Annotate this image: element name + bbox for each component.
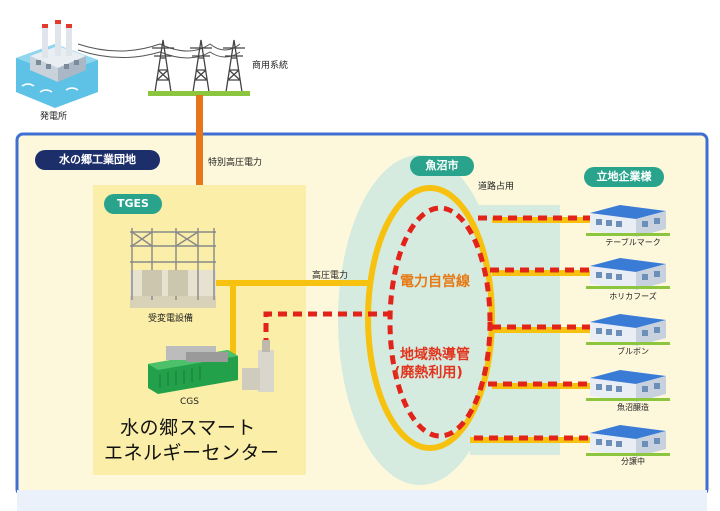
company-label: ホリカフーズ (609, 292, 657, 301)
high-voltage-label: 高圧電力 (312, 271, 349, 281)
company-label: テーブルマーク (605, 238, 661, 247)
power-plant-icon (16, 20, 98, 108)
private-power-line-label: 電力自営線 (400, 274, 470, 290)
power-plant-label: 発電所 (40, 112, 68, 122)
factory-icon (586, 314, 670, 346)
tges-badge: TGES (104, 194, 162, 214)
chimney-icon (242, 340, 274, 392)
district-heat-label-line2: (廃熱利用) (394, 365, 463, 381)
tges-area (93, 185, 306, 475)
companies-header-badge: 立地企業様 (584, 167, 664, 187)
extra-high-voltage-label: 特別高圧電力 (208, 158, 263, 168)
road-occupancy-label: 道路占用 (478, 182, 515, 192)
substation-label: 受変電設備 (148, 314, 194, 324)
factory-icon (586, 425, 670, 457)
industrial-park-badge: 水の郷工業団地 (35, 150, 160, 170)
transmission-tower-icon (152, 39, 245, 93)
factory-icon (586, 205, 670, 237)
energy-center-title-line1: 水の郷スマート (120, 417, 256, 439)
factory-icon (586, 258, 670, 290)
factory-icon (586, 370, 670, 402)
company-label: 魚沼醸造 (617, 403, 649, 412)
generator-icon (148, 346, 238, 394)
cgs-label: CGS (180, 397, 199, 407)
commercial-grid-label: 商用系統 (252, 61, 289, 71)
substation-icon (130, 228, 216, 308)
extra-high-voltage-line (196, 95, 203, 227)
uonuma-city-badge: 魚沼市 (410, 156, 474, 176)
energy-center-title-line2: エネルギーセンター (104, 442, 280, 464)
company-label: ブルボン (617, 347, 649, 356)
district-heat-label-line1: 地域熱導管 (400, 347, 470, 363)
company-label: 分譲中 (621, 457, 645, 466)
